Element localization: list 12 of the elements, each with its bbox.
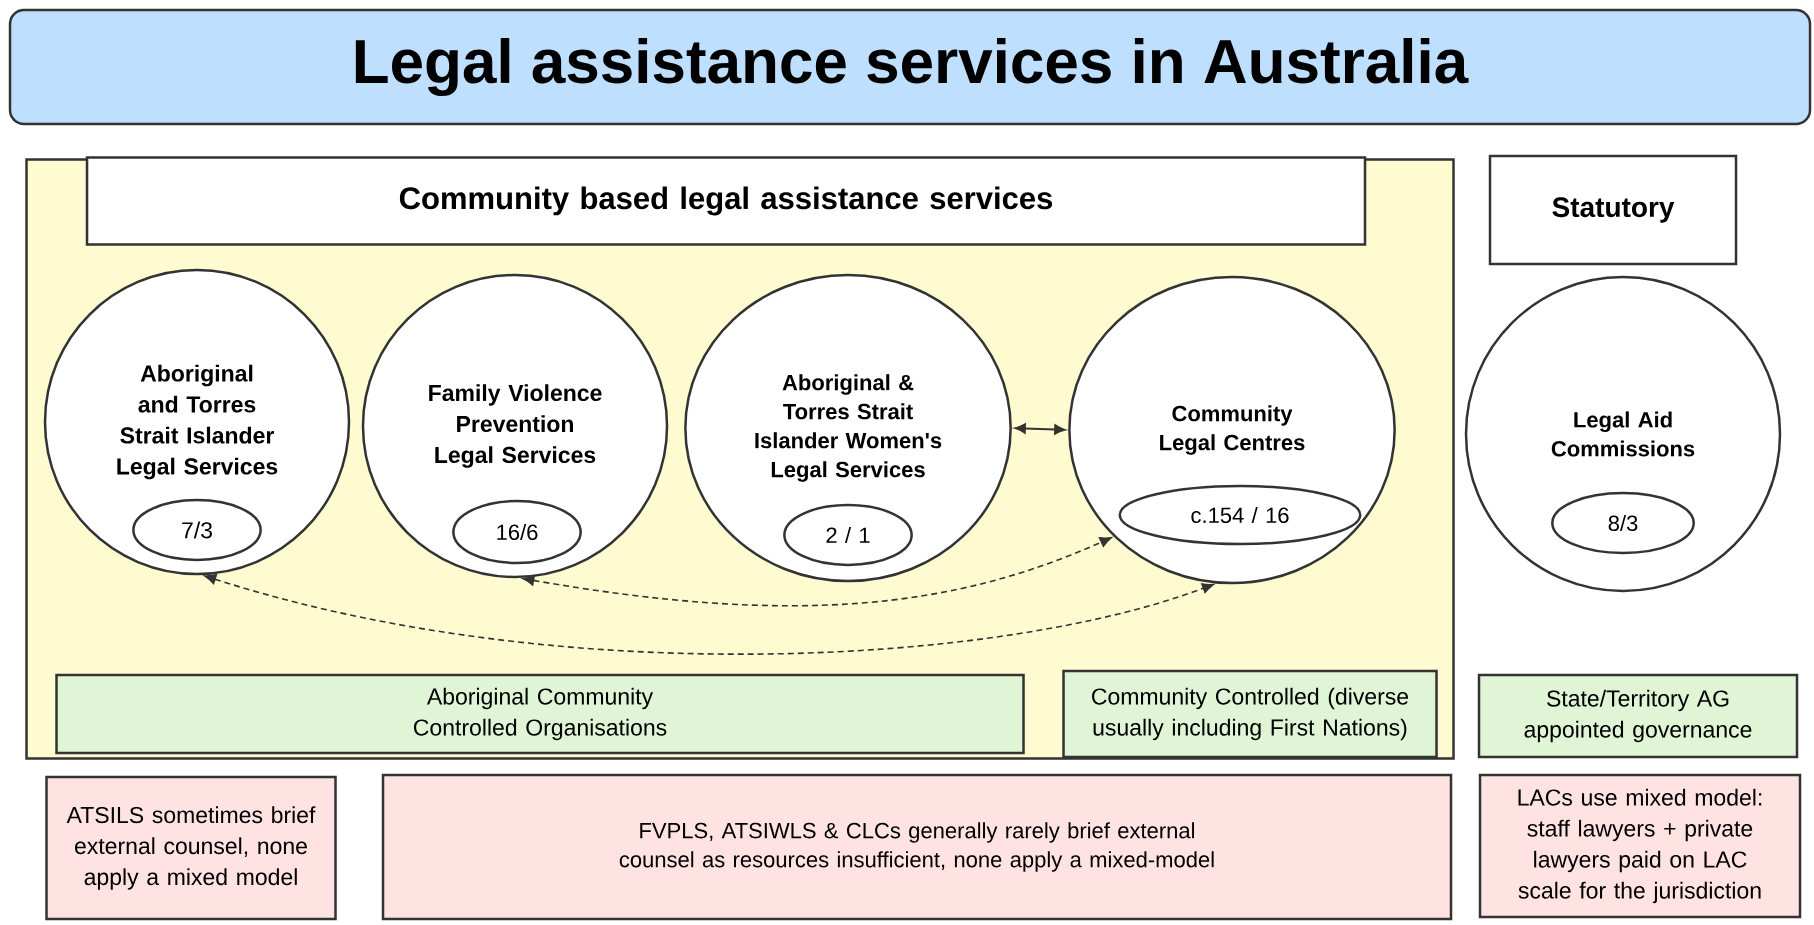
label-box: Statutory (1488, 154, 1738, 266)
governance-box: Aboriginal Community Controlled Organisations (55, 673, 1025, 755)
note-box: FVPLS, ATSIWLS & CLCs generally rarely brief external counsel as resources insufficient, none apply a mixed-model (381, 773, 1453, 921)
title-banner: Legal assistance services in Australia (8, 8, 1812, 126)
note-box: ATSILS sometimes brief external counsel, none apply a mixed model (45, 775, 337, 921)
governance-box: State/Territory AG appointed governance (1477, 673, 1799, 759)
arrow (204, 574, 1214, 655)
header-box: Community based legal assistance services (85, 156, 1367, 246)
arrow (1014, 423, 1066, 435)
arrow (522, 537, 1112, 607)
note-box: LACs use mixed model: staff lawyers + private lawyers paid on LAC scale for the jurisdiction (1478, 773, 1802, 919)
governance-box: Community Controlled (diverse usually including First Nations) (1062, 669, 1438, 759)
